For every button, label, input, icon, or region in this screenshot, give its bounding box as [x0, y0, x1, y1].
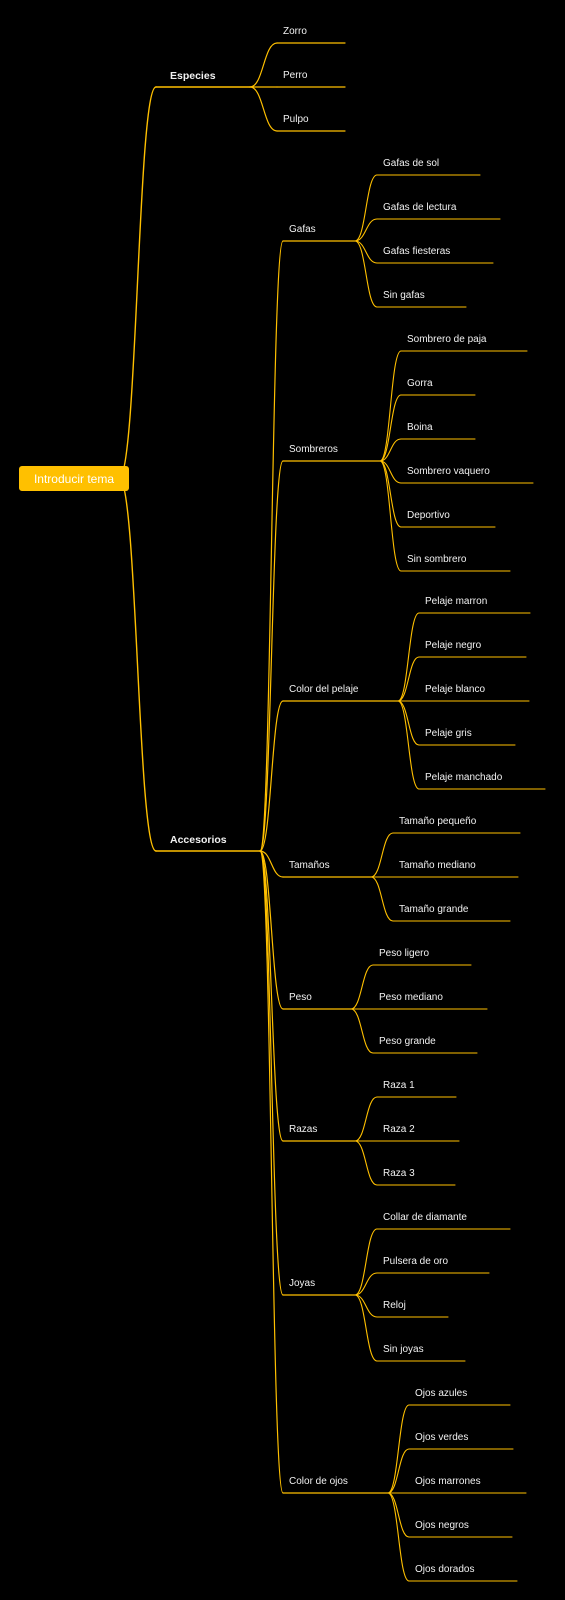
connector-pelaje-gris	[397, 700, 420, 746]
connector-pulsera-de-oro	[354, 1272, 378, 1296]
connector-tamanos	[259, 850, 284, 878]
subtopic-raza-1[interactable]: Raza 1	[383, 1080, 415, 1091]
subtopic-sin-gafas[interactable]: Sin gafas	[383, 290, 425, 301]
subtopic-pelaje-marron[interactable]: Pelaje marron	[425, 596, 488, 607]
connector-pelaje-negro	[397, 656, 420, 702]
connector-boina	[379, 438, 402, 462]
subtopic-tamano-grande[interactable]: Tamaño grande	[399, 904, 469, 915]
connector-ojos-azules	[387, 1404, 410, 1494]
connector-ojos-dorados	[387, 1492, 410, 1582]
connector-color-del-pelaje	[259, 700, 284, 852]
connector-peso-ligero	[350, 964, 374, 1010]
topic-pulpo[interactable]: Pulpo	[283, 114, 309, 125]
topic-perro[interactable]: Perro	[283, 70, 308, 81]
root-topic[interactable]: Introducir tema	[19, 466, 129, 491]
topic-gafas[interactable]: Gafas	[289, 224, 316, 235]
subtopic-pulsera-de-oro[interactable]: Pulsera de oro	[383, 1256, 449, 1267]
subtopic-gafas-de-lectura[interactable]: Gafas de lectura	[383, 202, 457, 213]
connector-deportivo	[379, 460, 402, 528]
subtopic-sombrero-de-paja[interactable]: Sombrero de paja	[407, 334, 487, 345]
subtopic-gafas-fiesteras[interactable]: Gafas fiesteras	[383, 246, 451, 257]
subtopic-boina[interactable]: Boina	[407, 422, 433, 433]
topic-peso[interactable]: Peso	[289, 992, 312, 1003]
connector-raza-1	[354, 1096, 378, 1142]
topic-tamanos[interactable]: Tamaños	[289, 860, 330, 871]
subtopic-raza-3[interactable]: Raza 3	[383, 1168, 415, 1179]
topic-sombreros[interactable]: Sombreros	[289, 444, 338, 455]
subtopic-deportivo[interactable]: Deportivo	[407, 510, 450, 521]
connector-ojos-negros	[387, 1492, 410, 1538]
subtopic-ojos-dorados[interactable]: Ojos dorados	[415, 1564, 475, 1575]
subtopic-peso-grande[interactable]: Peso grande	[379, 1036, 436, 1047]
connector-pulpo	[249, 86, 278, 132]
connector-gafas-de-lectura	[354, 218, 378, 242]
connector-gafas	[259, 240, 284, 852]
subtopic-ojos-marrones[interactable]: Ojos marrones	[415, 1476, 481, 1487]
subtopic-tamano-pequeno[interactable]: Tamaño pequeño	[399, 816, 477, 827]
topic-joyas[interactable]: Joyas	[289, 1278, 316, 1289]
topic-razas[interactable]: Razas	[289, 1124, 318, 1135]
subtopic-pelaje-blanco[interactable]: Pelaje blanco	[425, 684, 486, 695]
topic-color-del-pelaje[interactable]: Color del pelaje	[289, 684, 359, 695]
topic-color-de-ojos[interactable]: Color de ojos	[289, 1476, 348, 1487]
subtopic-tamano-mediano[interactable]: Tamaño mediano	[399, 860, 476, 871]
subtopic-sin-sombrero[interactable]: Sin sombrero	[407, 554, 467, 565]
connector-color-de-ojos	[259, 850, 284, 1494]
subtopic-pelaje-negro[interactable]: Pelaje negro	[425, 640, 482, 651]
connector-peso-grande	[350, 1008, 374, 1054]
connector-collar-de-diamante	[354, 1228, 378, 1296]
subtopic-gafas-de-sol[interactable]: Gafas de sol	[383, 158, 440, 169]
subtopic-pelaje-gris[interactable]: Pelaje gris	[425, 728, 472, 739]
subtopic-pelaje-manchado[interactable]: Pelaje manchado	[425, 772, 503, 783]
subtopic-collar-de-diamante[interactable]: Collar de diamante	[383, 1212, 467, 1223]
subtopic-peso-ligero[interactable]: Peso ligero	[379, 948, 430, 959]
branch-especies[interactable]: Especies	[170, 70, 216, 82]
connector-zorro	[249, 42, 278, 88]
connector-ojos-verdes	[387, 1448, 410, 1494]
subtopic-gorra[interactable]: Gorra	[407, 378, 433, 389]
connector-sombrero-de-paja	[379, 350, 402, 462]
connector-tamano-grande	[370, 876, 394, 922]
connector-sin-gafas	[354, 240, 378, 308]
connector-gorra	[379, 394, 402, 462]
connector-gafas-de-sol	[354, 174, 378, 242]
connector-pelaje-manchado	[397, 700, 420, 790]
subtopic-ojos-azules[interactable]: Ojos azules	[415, 1388, 468, 1399]
connector-peso	[259, 850, 284, 1010]
topic-zorro[interactable]: Zorro	[283, 26, 307, 37]
subtopic-sin-joyas[interactable]: Sin joyas	[383, 1344, 424, 1355]
connector-root-accesorios	[118, 477, 157, 852]
connector-sombreros	[259, 460, 284, 852]
connector-pelaje-marron	[397, 612, 420, 702]
connector-tamano-pequeno	[370, 832, 394, 878]
connector-raza-3	[354, 1140, 378, 1186]
connector-sin-sombrero	[379, 460, 402, 572]
connector-razas	[259, 850, 284, 1142]
connector-root-especies	[118, 86, 157, 479]
connector-joyas	[259, 850, 284, 1296]
subtopic-sombrero-vaquero[interactable]: Sombrero vaquero	[407, 466, 490, 477]
subtopic-ojos-verdes[interactable]: Ojos verdes	[415, 1432, 469, 1443]
subtopic-ojos-negros[interactable]: Ojos negros	[415, 1520, 469, 1531]
subtopic-peso-mediano[interactable]: Peso mediano	[379, 992, 443, 1003]
subtopic-raza-2[interactable]: Raza 2	[383, 1124, 415, 1135]
subtopic-reloj[interactable]: Reloj	[383, 1300, 406, 1311]
connector-sin-joyas	[354, 1294, 378, 1362]
root-topic-label: Introducir tema	[33, 471, 115, 486]
branch-accesorios[interactable]: Accesorios	[170, 834, 227, 846]
